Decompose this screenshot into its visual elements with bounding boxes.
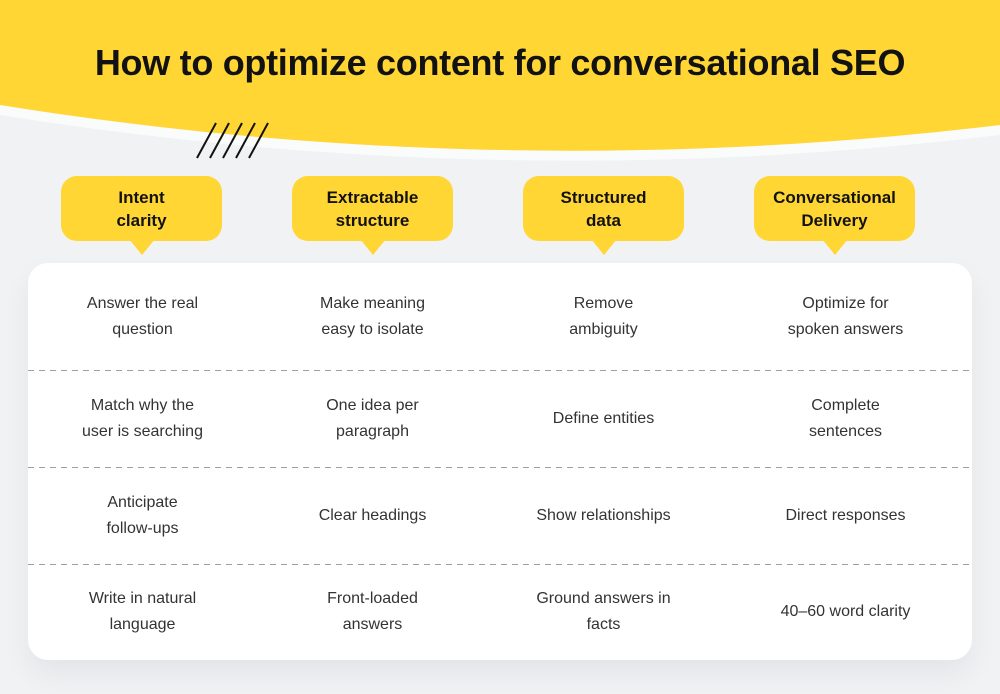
row-divider bbox=[28, 564, 972, 565]
grid-cell: 40–60 word clarity bbox=[780, 603, 911, 620]
slashes-decoration-icon bbox=[196, 122, 269, 159]
grid-cell: One idea per paragraph bbox=[326, 396, 419, 440]
grid-cell: Direct responses bbox=[785, 506, 906, 524]
tips-grid: Answer the real question Make meaning ea… bbox=[28, 263, 972, 660]
bubble-tail-icon bbox=[821, 239, 848, 255]
bubble-label: Conversational Delivery bbox=[773, 187, 896, 230]
grid-cell: Front-loaded answers bbox=[327, 590, 418, 633]
header-band bbox=[0, 0, 1000, 161]
bubble-label: Extractable structure bbox=[326, 187, 419, 230]
grid-cell: Answer the real question bbox=[86, 294, 199, 338]
grid-cell: Show relationships bbox=[536, 506, 671, 524]
header-curve bbox=[0, 0, 1000, 151]
bubble-tail-icon bbox=[128, 239, 155, 255]
grid-cell: Remove ambiguity bbox=[569, 294, 638, 338]
row-divider bbox=[28, 467, 972, 468]
bubble-conversational-delivery: Conversational Delivery bbox=[754, 176, 915, 255]
bubble-extractable-structure: Extractable structure bbox=[292, 176, 453, 255]
content-card: Answer the real question Make meaning ea… bbox=[28, 263, 972, 660]
grid-cell: Match why the user is searching bbox=[82, 396, 203, 440]
row-divider bbox=[28, 370, 972, 371]
bubble-intent-clarity: Intent clarity bbox=[61, 176, 222, 255]
grid-cell: Anticipate follow-ups bbox=[106, 493, 179, 537]
header-curve-glow bbox=[0, 105, 1000, 161]
bubble-tail-icon bbox=[590, 239, 617, 255]
grid-cell: Make meaning easy to isolate bbox=[320, 294, 425, 338]
bubble-label: Intent clarity bbox=[116, 187, 167, 230]
bubble-structured-data: Structured data bbox=[523, 176, 684, 255]
grid-cell: Write in natural language bbox=[88, 590, 197, 633]
page-title: How to optimize content for conversation… bbox=[94, 42, 906, 83]
grid-cell: Optimize for spoken answers bbox=[787, 294, 904, 338]
grid-cell: Clear headings bbox=[318, 506, 427, 524]
grid-cell: Complete sentences bbox=[809, 396, 882, 440]
bubble-tail-icon bbox=[359, 239, 386, 255]
bubble-label: Structured data bbox=[560, 187, 647, 230]
grid-cell: Define entities bbox=[552, 409, 655, 427]
grid-cell: Ground answers in facts bbox=[536, 590, 671, 633]
